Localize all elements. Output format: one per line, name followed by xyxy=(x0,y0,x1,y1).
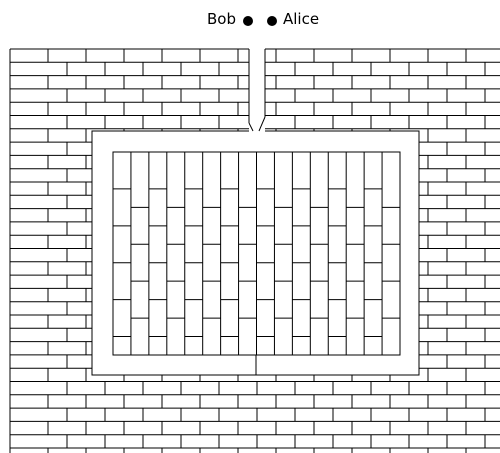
corridor-gap xyxy=(249,40,265,132)
entrance-corridor xyxy=(249,40,265,132)
bob-marker xyxy=(243,16,253,26)
alice-marker xyxy=(267,16,277,26)
bob-label: Bob xyxy=(207,10,236,28)
inner-brick-block xyxy=(113,152,400,375)
alice-label: Alice xyxy=(283,10,319,28)
